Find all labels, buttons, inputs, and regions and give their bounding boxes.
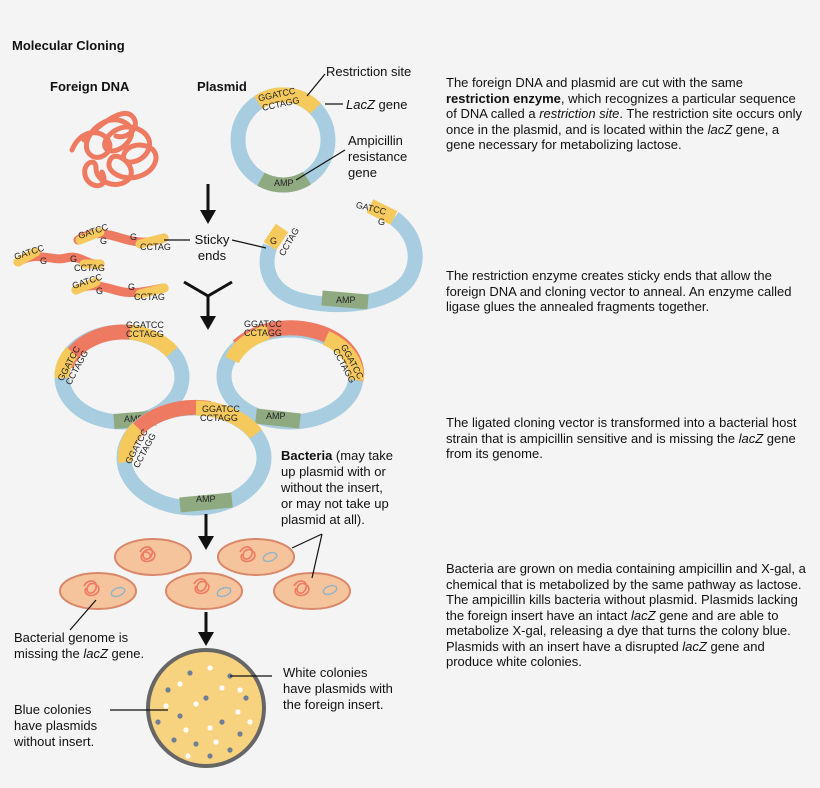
step1-i2: lacZ	[707, 121, 733, 137]
cell-1	[114, 538, 192, 576]
foreign-dna-label: Foreign DNA	[50, 79, 130, 94]
white-colonies-label: White colonies have plasmids with the fo…	[283, 665, 393, 712]
sticky-ends-label: Sticky ends	[194, 232, 230, 263]
rr-seq-top: GGATCC	[244, 319, 282, 329]
figure-title: Molecular Cloning	[12, 38, 125, 53]
bacteria-rest: (may take up plasmid with or without the…	[281, 448, 393, 527]
rr-amp: AMP	[266, 411, 286, 421]
rl-amp: AMP	[124, 414, 144, 424]
recombinant-plasmid-left: GGATCC CCTAGG GGATCC CCTAGG AMP	[54, 320, 190, 430]
frag-seq-7: G	[130, 232, 137, 242]
blue-colonies-label: Blue colonies have plasmids without inse…	[14, 702, 98, 749]
step1-p1: The foreign DNA and plasmid are cut with…	[446, 75, 743, 90]
arrow-down-3	[198, 612, 214, 646]
bacteria-leader-lines	[69, 533, 323, 631]
cut-plasmid: GATCC G G CCTAG AMP	[259, 199, 423, 313]
step1-b1: restriction enzyme	[446, 90, 561, 106]
cell-plasmid-3	[216, 586, 232, 598]
step1-p3: . The restriction site occurs only once …	[446, 106, 802, 137]
genome-missing-1: Bacterial genome is missing the	[14, 630, 129, 661]
frag-seq-12: CCTAG	[134, 292, 165, 302]
white-colonies	[163, 665, 253, 759]
frag-seq-10: G	[96, 286, 103, 296]
frag-seq-6: G	[100, 236, 107, 246]
step4-p1: Bacteria are grown on media containing a…	[446, 561, 806, 623]
ampicillin-label: Ampicillin resistance gene	[348, 133, 408, 180]
arrow-down-1	[200, 184, 216, 224]
plasmid-label: Plasmid	[197, 79, 247, 94]
rc-amp: AMP	[196, 494, 216, 504]
arrow-down-2	[198, 514, 214, 550]
cell-4	[165, 572, 243, 610]
cell-plasmid-4	[322, 584, 338, 596]
merge-arrow	[183, 280, 233, 330]
rc-seq-top: GGATCC	[202, 404, 240, 414]
frag-seq-4: CCTAG	[74, 263, 105, 273]
plasmid-amp-label: AMP	[274, 178, 294, 188]
lacz-gene-italic: LacZ	[346, 97, 375, 112]
step1-description: The foreign DNA and plasmid are cut with…	[446, 75, 808, 153]
step3-description: The ligated cloning vector is transforme…	[446, 415, 808, 462]
frag-seq-2: G	[40, 256, 47, 266]
bacteria-bold: Bacteria	[281, 448, 333, 463]
rl-seq-top: GGATCC	[126, 320, 164, 330]
step4-i2: lacZ	[682, 638, 707, 654]
step3-p1: The ligated cloning vector is transforme…	[446, 415, 797, 446]
cell-5	[273, 572, 351, 610]
step4-i1: lacZ	[631, 607, 656, 623]
step1-p2: , which recognizes a particular sequence…	[446, 90, 796, 122]
rr-seq-bottom: CCTAGG	[244, 328, 282, 338]
cut-seq-2: G	[378, 217, 385, 227]
step1-i1: restriction site	[539, 106, 620, 121]
recombinant-plasmid-center: GGATCC CCTAGG GGATCC CCTAGG AMP	[116, 399, 272, 516]
step2-description: The restriction enzyme creates sticky en…	[446, 268, 792, 314]
genome-missing-italic: lacZ	[83, 646, 108, 661]
lacz-gene-label: LacZ gene	[346, 97, 407, 113]
bacteria-cells	[59, 538, 351, 610]
sticky-leader-lines	[164, 239, 267, 249]
plate-leader-lines	[110, 675, 272, 711]
foreign-dna-tangle	[69, 111, 159, 189]
cell-2	[217, 538, 295, 576]
foreign-dna-fragments	[13, 227, 169, 299]
plasmid-ring: GGATCC CCTAGG AMP	[230, 86, 336, 193]
step4-p2: gene and are able to metabolize X-gal, r…	[446, 607, 791, 654]
frag-seq-3: G	[70, 254, 77, 264]
step3-p2: gene from its genome.	[446, 430, 796, 462]
blue-colonies	[155, 670, 249, 759]
leader-lines-top	[295, 73, 346, 181]
recombinant-plasmid-right: GGATCC CCTAGG GGATCC CCTAGG AMP	[216, 319, 366, 430]
frag-seq-8: CCTAG	[140, 242, 171, 252]
petri-plate	[146, 648, 266, 768]
step1-p4: gene, a gene necessary for metabolizing …	[446, 121, 780, 153]
cell-plasmid-2	[110, 586, 126, 598]
frag-seq-11: G	[128, 282, 135, 292]
cut-amp: AMP	[336, 295, 356, 305]
lacz-gene-rest: gene	[374, 97, 408, 112]
bacteria-label: Bacteria (may take up plasmid with or wi…	[281, 448, 396, 528]
restriction-site-label: Restriction site	[326, 64, 412, 79]
step3-i1: lacZ	[738, 430, 764, 446]
step4-description: Bacteria are grown on media containing a…	[446, 561, 808, 670]
rc-seq-bottom: CCTAGG	[200, 413, 238, 423]
genome-missing-2: gene.	[107, 646, 145, 661]
genome-missing-label: Bacterial genome is missing the lacZ gen…	[14, 630, 174, 662]
rl-seq-bottom: CCTAGG	[126, 329, 164, 339]
step4-p3: gene and produce white colonies.	[446, 638, 765, 670]
cut-seq-3: G	[270, 236, 277, 246]
cell-plasmid-1	[262, 551, 278, 563]
